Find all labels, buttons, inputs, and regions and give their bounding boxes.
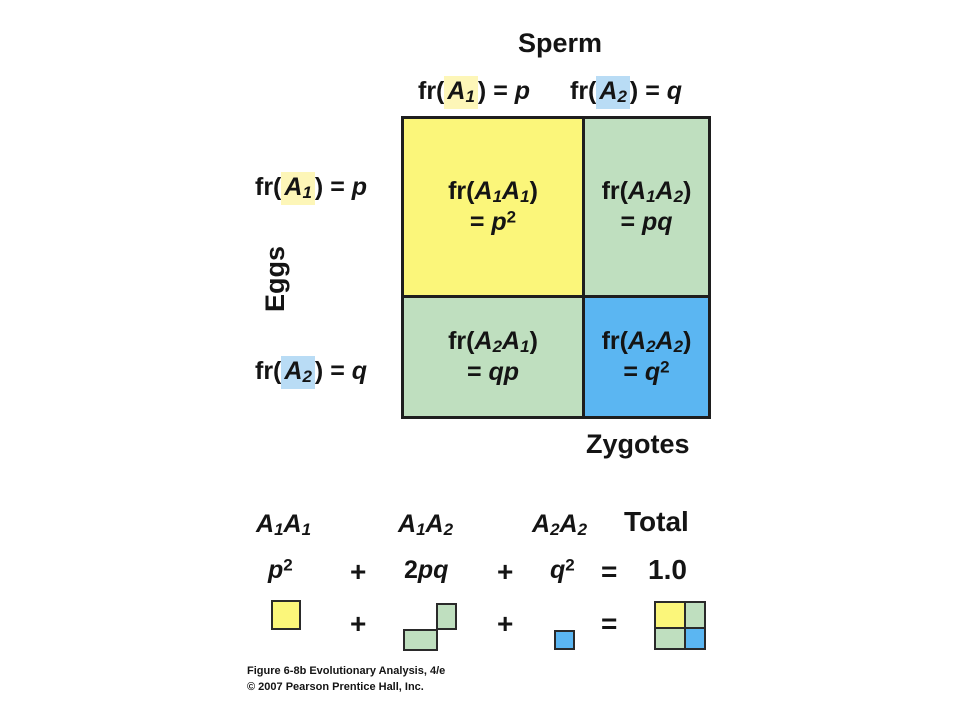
pictogram-2pq-lower (403, 629, 438, 651)
summary-total-value: 1.0 (648, 554, 687, 585)
cell-a2a1: fr(A2A1) = qp (404, 298, 585, 416)
pictogram-2pq (403, 603, 457, 651)
summary-term-p2: p2 (268, 555, 293, 584)
pictogram-total-green-lower (654, 627, 686, 650)
cell-a1a2-genotype: A1A2 (628, 176, 684, 206)
eggs-heading-wrapper: Eggs (260, 245, 290, 312)
summary-total-label: Total (624, 506, 689, 537)
cell-a2a1-genotype: A2A1 (474, 326, 530, 356)
summary-plus-3: + (350, 608, 367, 639)
summary-plus-4: + (497, 608, 514, 639)
egg-freq-a1: fr(A1) = p (255, 172, 367, 205)
cell-a1a1: fr(A1A1) = p2 (404, 119, 585, 298)
figure-caption: Figure 6-8b Evolutionary Analysis, 4/e (247, 665, 446, 677)
pictogram-q2-square (554, 630, 575, 650)
cell-a2a2-genotype: A2A2 (628, 326, 684, 356)
pictogram-2pq-upper (436, 603, 457, 630)
cell-a1a1-genotype: A1A1 (474, 176, 530, 206)
egg-a1-highlight: A1 (281, 172, 315, 205)
cell-a1a2: fr(A1A2) = pq (585, 119, 708, 298)
sperm-a2-highlight: A2 (596, 76, 630, 109)
pictogram-total-green-upper (684, 601, 706, 629)
sperm-freq-a2: fr(A2) = q (570, 76, 682, 109)
egg-a2-highlight: A2 (281, 356, 315, 389)
summary-term-q2: q2 (550, 555, 575, 584)
summary-genotype-a1a2: A1A2 (398, 510, 454, 540)
pictogram-p2-square (271, 600, 301, 630)
eggs-heading: Eggs (260, 245, 290, 312)
summary-genotype-a1a1: A1A1 (256, 510, 312, 540)
summary-equals-2: = (601, 608, 618, 639)
copyright-notice: © 2007 Pearson Prentice Hall, Inc. (247, 681, 424, 693)
pictogram-total (654, 601, 706, 650)
punnett-square: fr(A1A1) = p2 fr(A1A2) = pq fr(A2A1) = q… (401, 116, 711, 419)
summary-plus-2: + (497, 556, 514, 587)
sperm-a1-highlight: A1 (444, 76, 478, 109)
summary-term-2pq: 2pq (404, 556, 449, 584)
sperm-heading: Sperm (518, 28, 603, 58)
egg-freq-a2: fr(A2) = q (255, 356, 367, 389)
cell-a2a2: fr(A2A2) = q2 (585, 298, 708, 416)
pictogram-total-blue (684, 627, 706, 650)
summary-plus-1: + (350, 556, 367, 587)
summary-equals: = (601, 556, 618, 587)
pictogram-total-yellow (654, 601, 686, 629)
zygotes-heading: Zygotes (586, 429, 690, 459)
sperm-freq-a1: fr(A1) = p (418, 76, 530, 109)
summary-genotype-a2a2: A2A2 (532, 510, 588, 540)
